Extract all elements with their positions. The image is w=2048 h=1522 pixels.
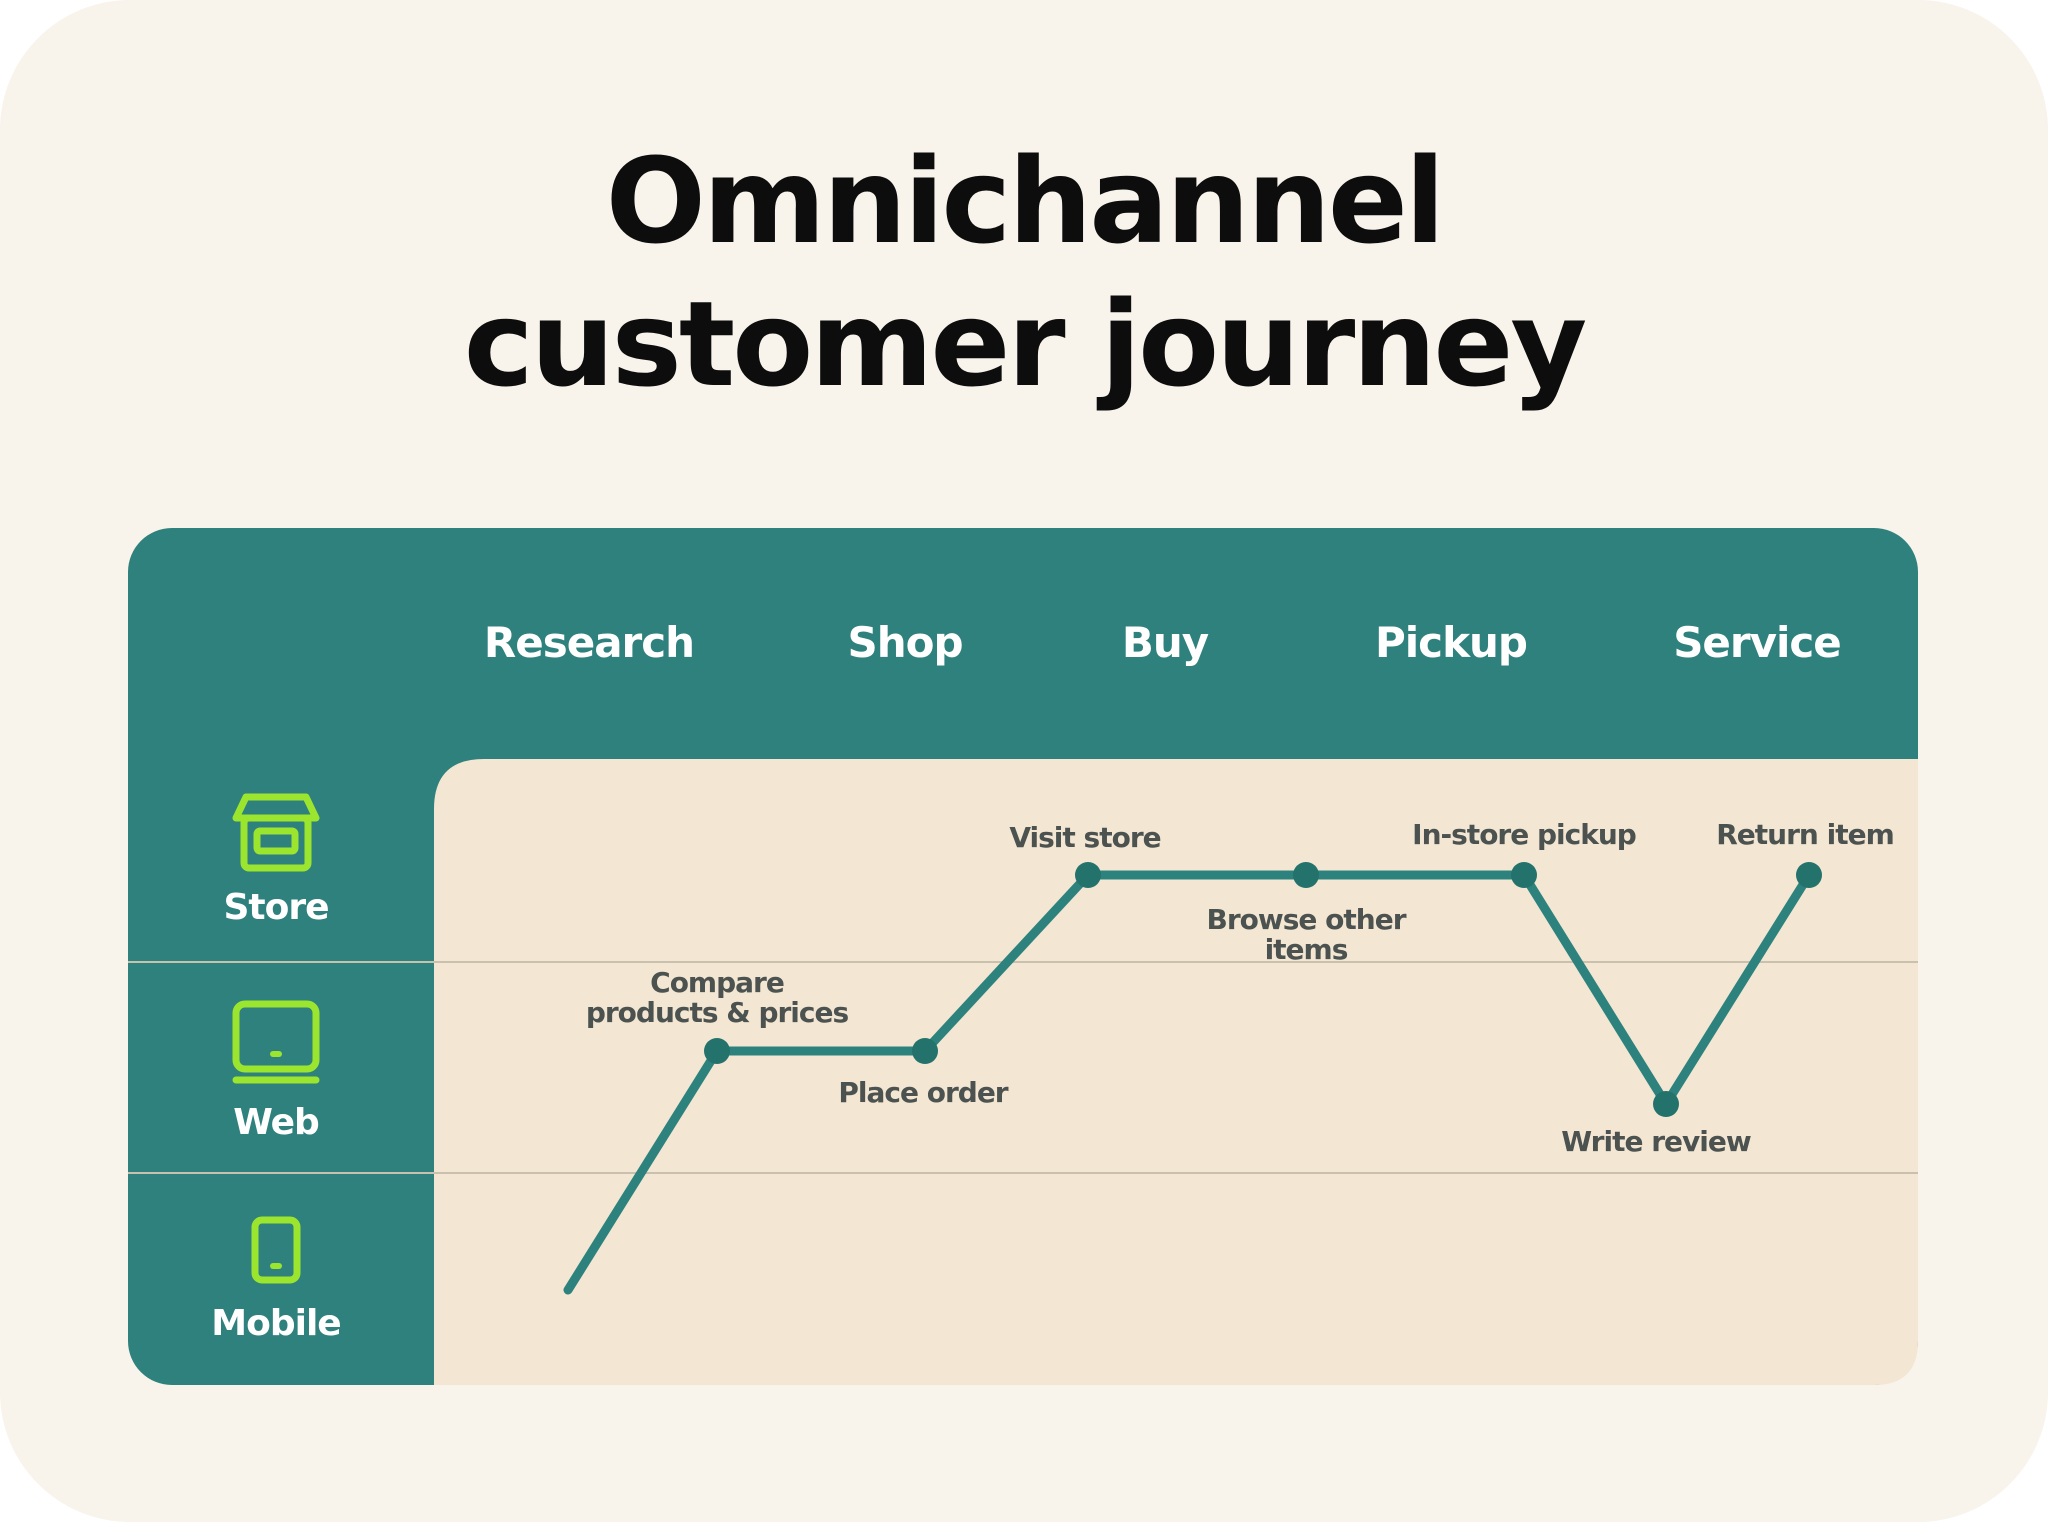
step-label-in-store-pickup: In-store pickup [1412,818,1636,851]
stage-pickup: Pickup [1375,618,1527,667]
step-label-browse: Browse other [1206,903,1406,936]
smartphone-icon [251,1216,301,1284]
journey-path [563,870,1814,1295]
step-dot-compare [704,1038,730,1064]
stage-service: Service [1673,618,1841,667]
step-label-compare-2: products & prices [586,996,849,1029]
step-dot-in-store-pickup [1511,862,1537,888]
step-label-write-review: Write review [1561,1125,1751,1158]
step-dot-visit-store [1075,862,1101,888]
store-icon [232,793,320,872]
journey-grid-area [434,759,1918,1385]
stage-shop: Shop [847,618,962,667]
laptop-icon [232,1000,320,1084]
step-dot-place-order [912,1038,938,1064]
step-label-browse-2: items [1265,933,1348,966]
title-line-2: customer journey [464,275,1586,413]
step-label-return-item: Return item [1716,818,1894,851]
title-line-1: Omnichannel [606,132,1443,270]
stage-buy: Buy [1122,618,1209,667]
step-dot-return-item [1796,862,1822,888]
step-dot-browse [1293,862,1319,888]
step-label-compare: Compare [650,966,784,999]
channel-web: Web [233,1102,319,1143]
stage-research: Research [484,618,694,667]
channel-mobile: Mobile [211,1303,340,1344]
channel-store: Store [223,887,328,928]
step-label-place-order: Place order [838,1076,1008,1109]
step-dot-write-review [1653,1091,1679,1117]
step-label-visit-store: Visit store [1009,821,1160,854]
